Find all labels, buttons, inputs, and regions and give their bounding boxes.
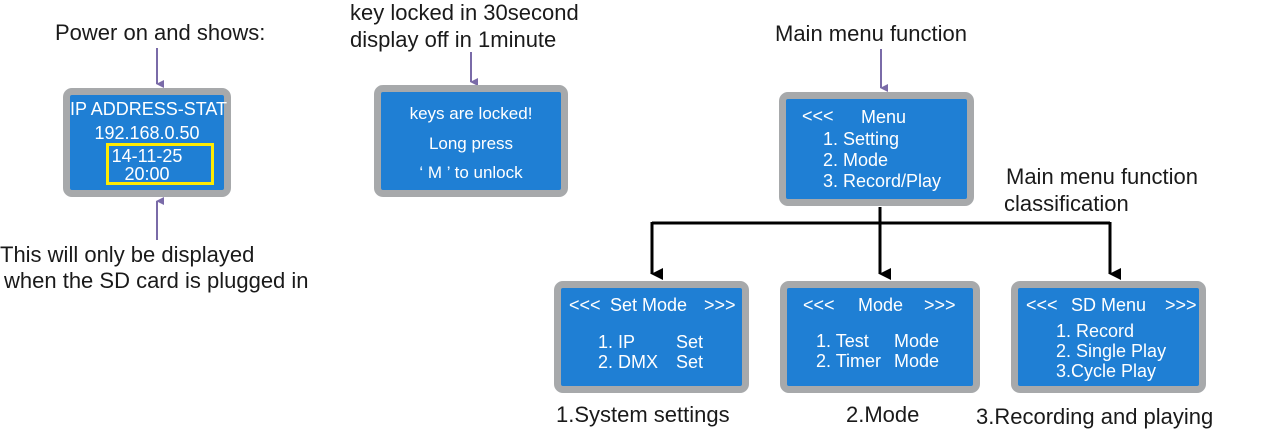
mode-screen: <<< Mode >>> 1. Test Mode 2. Timer Mode — [780, 281, 980, 393]
locked-screen: keys are locked! Long press ‘ M ’ to unl… — [374, 85, 568, 197]
set-mode-title: Set Mode — [610, 295, 688, 315]
mode-title: Mode — [858, 295, 904, 315]
back-arrows: <<< — [569, 295, 601, 315]
sd-note-label-2: when the SD card is plugged in — [4, 268, 309, 293]
caption-mode: 2.Mode — [846, 402, 920, 427]
status-screen: IP ADDRESS-STAT 192.168.0.50 14-11-25 20… — [63, 88, 231, 197]
menu-item-setting: 1. Setting — [823, 129, 900, 149]
next-arrows: >>> — [1165, 295, 1197, 315]
ip-address-stat-text: IP ADDRESS-STAT — [70, 99, 228, 119]
time-text: 20:00 — [124, 164, 170, 184]
back-arrows: <<< — [1026, 295, 1058, 315]
back-arrows: <<< — [802, 106, 834, 126]
display-off-label: display off in 1minute — [350, 27, 557, 52]
power-on-label: Power on and shows: — [55, 20, 266, 45]
item-single-play: 2. Single Play — [1056, 341, 1167, 361]
main-menu-screen: <<< Menu 1. Setting 2. Mode 3. Record/Pl… — [779, 92, 974, 206]
menu-item-mode: 2. Mode — [823, 150, 889, 170]
set-mode-screen: <<< Set Mode >>> 1. IP Set 2. DMX Set — [554, 281, 749, 393]
sd-menu-screen: <<< SD Menu >>> 1. Record 2. Single Play… — [1011, 281, 1206, 393]
sd-date-time-highlight — [106, 143, 214, 185]
long-press-text: Long press — [428, 134, 514, 153]
main-menu-function-label: Main menu function — [775, 21, 967, 46]
item-timer-mode: Mode — [894, 351, 940, 371]
sd-menu-title: SD Menu — [1071, 295, 1147, 315]
item-ip-set: Set — [676, 332, 704, 352]
ip-address-value: 192.168.0.50 — [94, 123, 200, 143]
back-arrows: <<< — [803, 295, 835, 315]
next-arrows: >>> — [924, 295, 956, 315]
item-cycle-play: 3.Cycle Play — [1056, 361, 1157, 381]
date-text: 14-11-25 — [111, 146, 183, 166]
classification-label-2: classification — [1004, 191, 1129, 216]
menu-item-record-play: 3. Record/Play — [823, 171, 942, 191]
caption-recording-playing: 3.Recording and playing — [976, 404, 1214, 429]
item-timer-label: 2. Timer — [816, 351, 882, 371]
unlock-hint-text: ‘ M ’ to unlock — [419, 163, 523, 182]
lock-timeout-label: key locked in 30second — [350, 0, 579, 25]
item-dmx-label: 2. DMX — [598, 352, 659, 372]
classification-label-1: Main menu function — [1006, 164, 1198, 189]
next-arrows: >>> — [704, 295, 736, 315]
item-test-mode: Mode — [894, 331, 940, 351]
keys-locked-text: keys are locked! — [409, 104, 533, 123]
item-record: 1. Record — [1056, 321, 1135, 341]
caption-system-settings: 1.System settings — [556, 402, 730, 427]
menu-title: Menu — [861, 107, 907, 127]
sd-note-label-1: This will only be displayed — [0, 242, 255, 267]
item-dmx-set: Set — [676, 352, 704, 372]
item-ip-label: 1. IP — [598, 332, 636, 352]
item-test-label: 1. Test — [816, 331, 869, 351]
